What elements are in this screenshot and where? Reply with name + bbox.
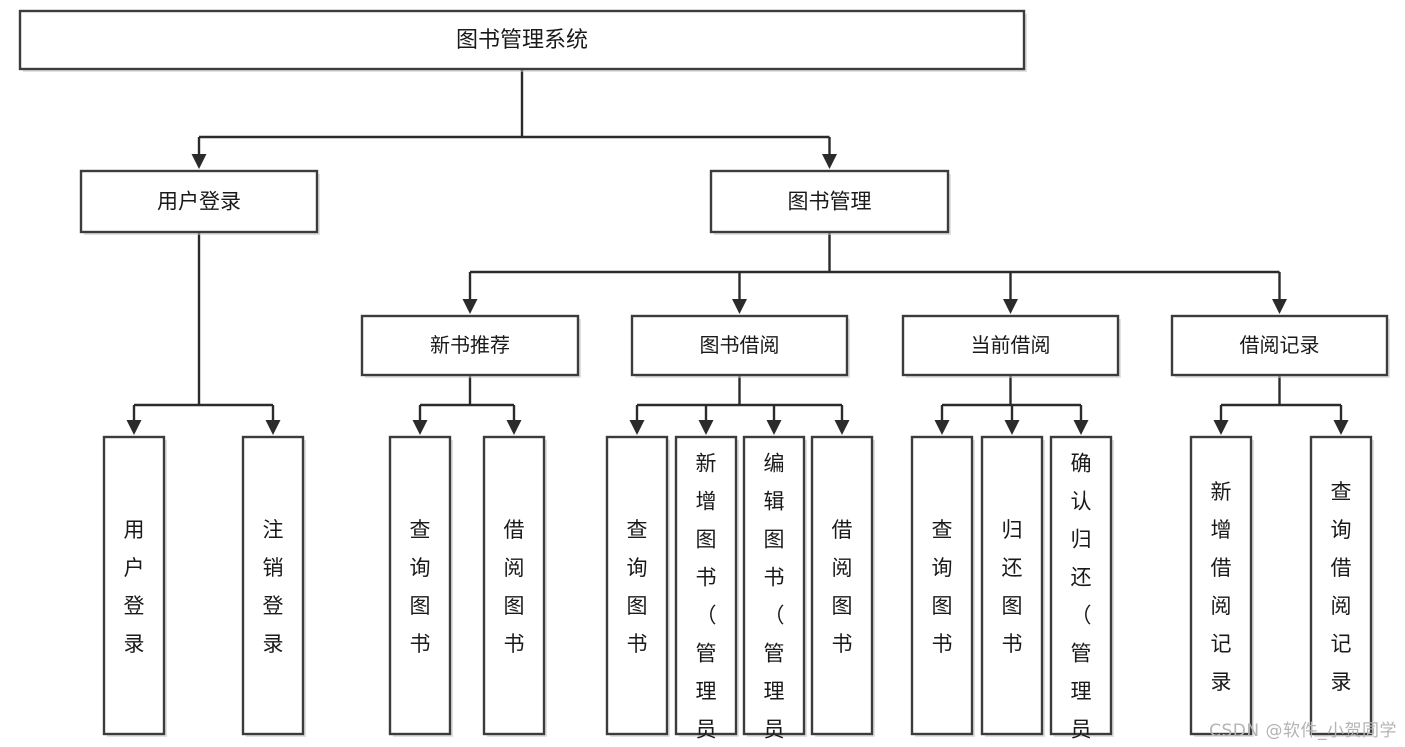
node-leaf-return-book-label: 归还图书	[1002, 518, 1023, 656]
node-leaf-query-book-3[interactable]: 查询图书	[910, 435, 975, 737]
node-leaf-query-book-3-label: 查询图书	[932, 518, 953, 656]
node-current-borrow-label: 当前借阅	[971, 333, 1051, 357]
node-borrow-record[interactable]: 借阅记录	[1170, 314, 1390, 378]
arrow-head-icon	[191, 154, 207, 169]
node-user-login[interactable]: 用户登录	[79, 169, 320, 235]
arrow-head-icon	[265, 420, 281, 435]
arrow-head-icon	[1004, 420, 1020, 435]
node-leaf-confirm-return-label: 确认归还（管理员）	[1071, 451, 1092, 747]
node-leaf-borrow-book-1-label: 借阅图书	[504, 518, 525, 656]
arrow-head-icon	[1213, 420, 1229, 435]
node-user-login-label: 用户登录	[157, 190, 241, 214]
node-new-book-rec-label: 新书推荐	[430, 333, 510, 357]
node-leaf-query-book-2[interactable]: 查询图书	[605, 435, 670, 737]
arrow-head-icon	[834, 420, 850, 435]
node-leaf-add-record-label: 新增借阅记录	[1211, 480, 1232, 694]
node-leaf-query-book-1[interactable]: 查询图书	[388, 435, 453, 737]
arrow-head-icon	[629, 420, 645, 435]
arrow-head-icon	[822, 154, 837, 169]
watermark-text: CSDN @软件_小贺同学	[1209, 721, 1397, 741]
arrow-head-icon	[1073, 420, 1089, 435]
node-leaf-user-login-label: 用户登录	[124, 518, 145, 656]
node-leaf-user-logout[interactable]: 注销登录	[241, 435, 306, 737]
arrow-head-icon	[766, 420, 782, 435]
node-leaf-borrow-book-1[interactable]: 借阅图书	[482, 435, 547, 737]
arrow-head-icon	[126, 420, 142, 435]
arrow-head-icon	[732, 299, 747, 314]
node-leaf-add-book-label: 新增图书（管理员）	[696, 451, 717, 747]
node-leaf-return-book[interactable]: 归还图书	[980, 435, 1045, 737]
arrow-head-icon	[506, 420, 522, 435]
node-root-label: 图书管理系统	[456, 28, 588, 53]
node-leaf-user-logout-label: 注销登录	[263, 518, 284, 656]
arrow-head-icon	[1003, 299, 1018, 314]
node-leaf-edit-book[interactable]: 编辑图书（管理员）	[742, 435, 807, 747]
node-book-manage-label: 图书管理	[788, 190, 872, 214]
node-leaf-add-record[interactable]: 新增借阅记录	[1189, 435, 1254, 737]
node-leaf-query-record-label: 查询借阅记录	[1331, 480, 1352, 694]
arrow-head-icon	[462, 299, 478, 314]
node-book-manage[interactable]: 图书管理	[709, 169, 951, 235]
node-leaf-user-login[interactable]: 用户登录	[102, 435, 167, 737]
arrow-head-icon	[1333, 420, 1349, 435]
node-leaf-edit-book-label: 编辑图书（管理员）	[764, 451, 785, 747]
arrow-head-icon	[698, 420, 714, 435]
node-book-borrow-label: 图书借阅	[700, 333, 780, 357]
node-leaf-query-record[interactable]: 查询借阅记录	[1309, 435, 1374, 737]
arrow-head-icon	[1272, 299, 1287, 314]
node-new-book-rec[interactable]: 新书推荐	[360, 314, 581, 378]
connector-layer	[126, 69, 1349, 435]
node-layer: 图书管理系统用户登录图书管理新书推荐图书借阅当前借阅借阅记录用户登录注销登录查询…	[18, 9, 1390, 747]
node-leaf-query-book-1-label: 查询图书	[410, 518, 431, 656]
node-current-borrow[interactable]: 当前借阅	[901, 314, 1121, 378]
node-root[interactable]: 图书管理系统	[18, 9, 1027, 72]
node-leaf-confirm-return[interactable]: 确认归还（管理员）	[1049, 435, 1114, 747]
node-leaf-borrow-book-2[interactable]: 借阅图书	[810, 435, 875, 737]
arrow-head-icon	[934, 420, 950, 435]
node-book-borrow[interactable]: 图书借阅	[630, 314, 850, 378]
node-leaf-borrow-book-2-label: 借阅图书	[832, 518, 853, 656]
node-leaf-add-book[interactable]: 新增图书（管理员）	[674, 435, 739, 747]
arrow-head-icon	[412, 420, 428, 435]
node-borrow-record-label: 借阅记录	[1240, 333, 1320, 357]
node-leaf-query-book-2-label: 查询图书	[627, 518, 648, 656]
